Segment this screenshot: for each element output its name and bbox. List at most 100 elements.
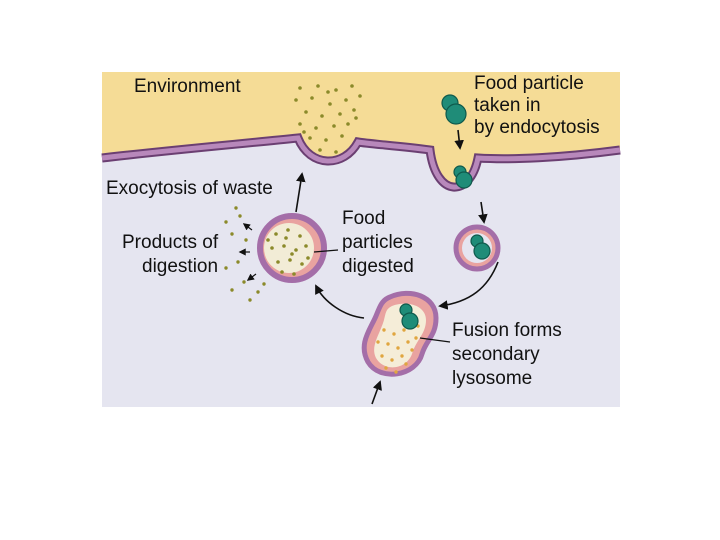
particle-dot: [400, 354, 404, 358]
particle-dot: [414, 336, 418, 340]
particle-dot: [386, 342, 390, 346]
digestion-product-dots: [224, 206, 266, 302]
particle-dot: [328, 102, 332, 106]
particle-dot: [244, 238, 248, 242]
arrow-endocytosis-in: [454, 129, 464, 150]
particle-dot: [376, 340, 380, 344]
particle-dot: [318, 148, 322, 152]
particle-dot: [230, 232, 234, 236]
particle-dot: [404, 362, 408, 366]
food-digested-label-line3: digested: [342, 256, 414, 277]
exocytosis-label: Exocytosis of waste: [106, 178, 273, 199]
environment-waste-dots: [294, 84, 362, 154]
particle-dot: [350, 84, 354, 88]
plasma-membrane-inner: [101, 135, 621, 190]
particle-dot: [306, 256, 310, 260]
particle-dot: [352, 108, 356, 112]
particle-dot: [384, 366, 388, 370]
particle-dot: [334, 150, 338, 154]
particle-dot: [224, 266, 228, 270]
particle-dot: [358, 94, 362, 98]
food-digested-label-line1: Food: [342, 208, 385, 229]
particle-dot: [396, 346, 400, 350]
food-particle-label-line2: taken in: [474, 95, 541, 116]
particle-dot: [270, 246, 274, 250]
particle-dot: [292, 272, 296, 276]
particle-dot: [406, 340, 410, 344]
particle-dot: [340, 134, 344, 138]
particle-dot: [266, 238, 270, 242]
environment-label: Environment: [134, 76, 241, 97]
arrow-exocytosis: [295, 172, 306, 213]
particle-dot: [392, 332, 396, 336]
particle-dot: [282, 244, 286, 248]
particle-dot: [256, 290, 260, 294]
food-digested-label-line2: particles: [342, 232, 413, 253]
particle-dot: [304, 110, 308, 114]
arrow-to-vacuole: [478, 201, 488, 224]
arrow-lysosome-in: [371, 380, 382, 405]
particle-dot: [238, 214, 242, 218]
particle-dot: [298, 122, 302, 126]
particle-dot: [262, 282, 266, 286]
particle-dot: [224, 220, 228, 224]
particle-dot: [290, 252, 294, 256]
arrow-to-digestion: [315, 284, 365, 319]
secondary-lysosome: [361, 290, 439, 377]
food-particle-label-line3: by endocytosis: [474, 117, 600, 138]
particle-dot: [402, 328, 406, 332]
products-label-line2: digestion: [142, 256, 218, 277]
particle-dot: [390, 358, 394, 362]
particle-dot: [234, 206, 238, 210]
particle-dot: [286, 228, 290, 232]
particle-dot: [294, 248, 298, 252]
digested-label-leader: [313, 249, 339, 253]
particle-dot: [284, 236, 288, 240]
particle-dot: [320, 114, 324, 118]
particle-dot: [288, 258, 292, 262]
particle-dot: [304, 244, 308, 248]
particle-dot: [280, 270, 284, 274]
food-particle-invaginating: [453, 165, 473, 189]
food-vacuole: [453, 224, 501, 272]
particle-dot: [298, 234, 302, 238]
food-particle-label-line1: Food particle: [474, 73, 584, 94]
particle-dot: [324, 138, 328, 142]
particle-dot: [242, 280, 246, 284]
particle-dot: [236, 260, 240, 264]
particle-dot: [308, 136, 312, 140]
particle-dot: [394, 370, 398, 374]
particle-dot: [248, 298, 252, 302]
particle-dot: [338, 112, 342, 116]
food-particle-outside: [441, 94, 467, 125]
product-arrows: [238, 223, 257, 281]
fusion-label-line1: Fusion forms: [452, 320, 562, 341]
particle-dot: [380, 354, 384, 358]
particle-dot: [276, 260, 280, 264]
particle-dot: [298, 86, 302, 90]
fusion-label-leader: [419, 337, 451, 343]
particle-dot: [294, 98, 298, 102]
particle-dot: [314, 126, 318, 130]
products-label-line1: Products of: [122, 232, 219, 253]
particle-dot: [410, 348, 414, 352]
particle-dot: [332, 124, 336, 128]
particle-dot: [354, 116, 358, 120]
particle-dot: [326, 90, 330, 94]
particle-dot: [300, 262, 304, 266]
particle-dot: [316, 84, 320, 88]
fusion-label-line2: secondary: [452, 344, 540, 365]
particle-dot: [302, 130, 306, 134]
fusion-label-line3: lysosome: [452, 368, 532, 389]
particle-dot: [344, 98, 348, 102]
particle-dot: [274, 232, 278, 236]
arrow-to-fusion: [438, 261, 499, 310]
particle-dot: [310, 96, 314, 100]
particle-dot: [382, 328, 386, 332]
particle-dot: [346, 122, 350, 126]
particle-dot: [230, 288, 234, 292]
lysosome-enzyme-dots: [376, 324, 420, 374]
particle-dot: [334, 88, 338, 92]
digestion-vesicle: [257, 213, 327, 283]
